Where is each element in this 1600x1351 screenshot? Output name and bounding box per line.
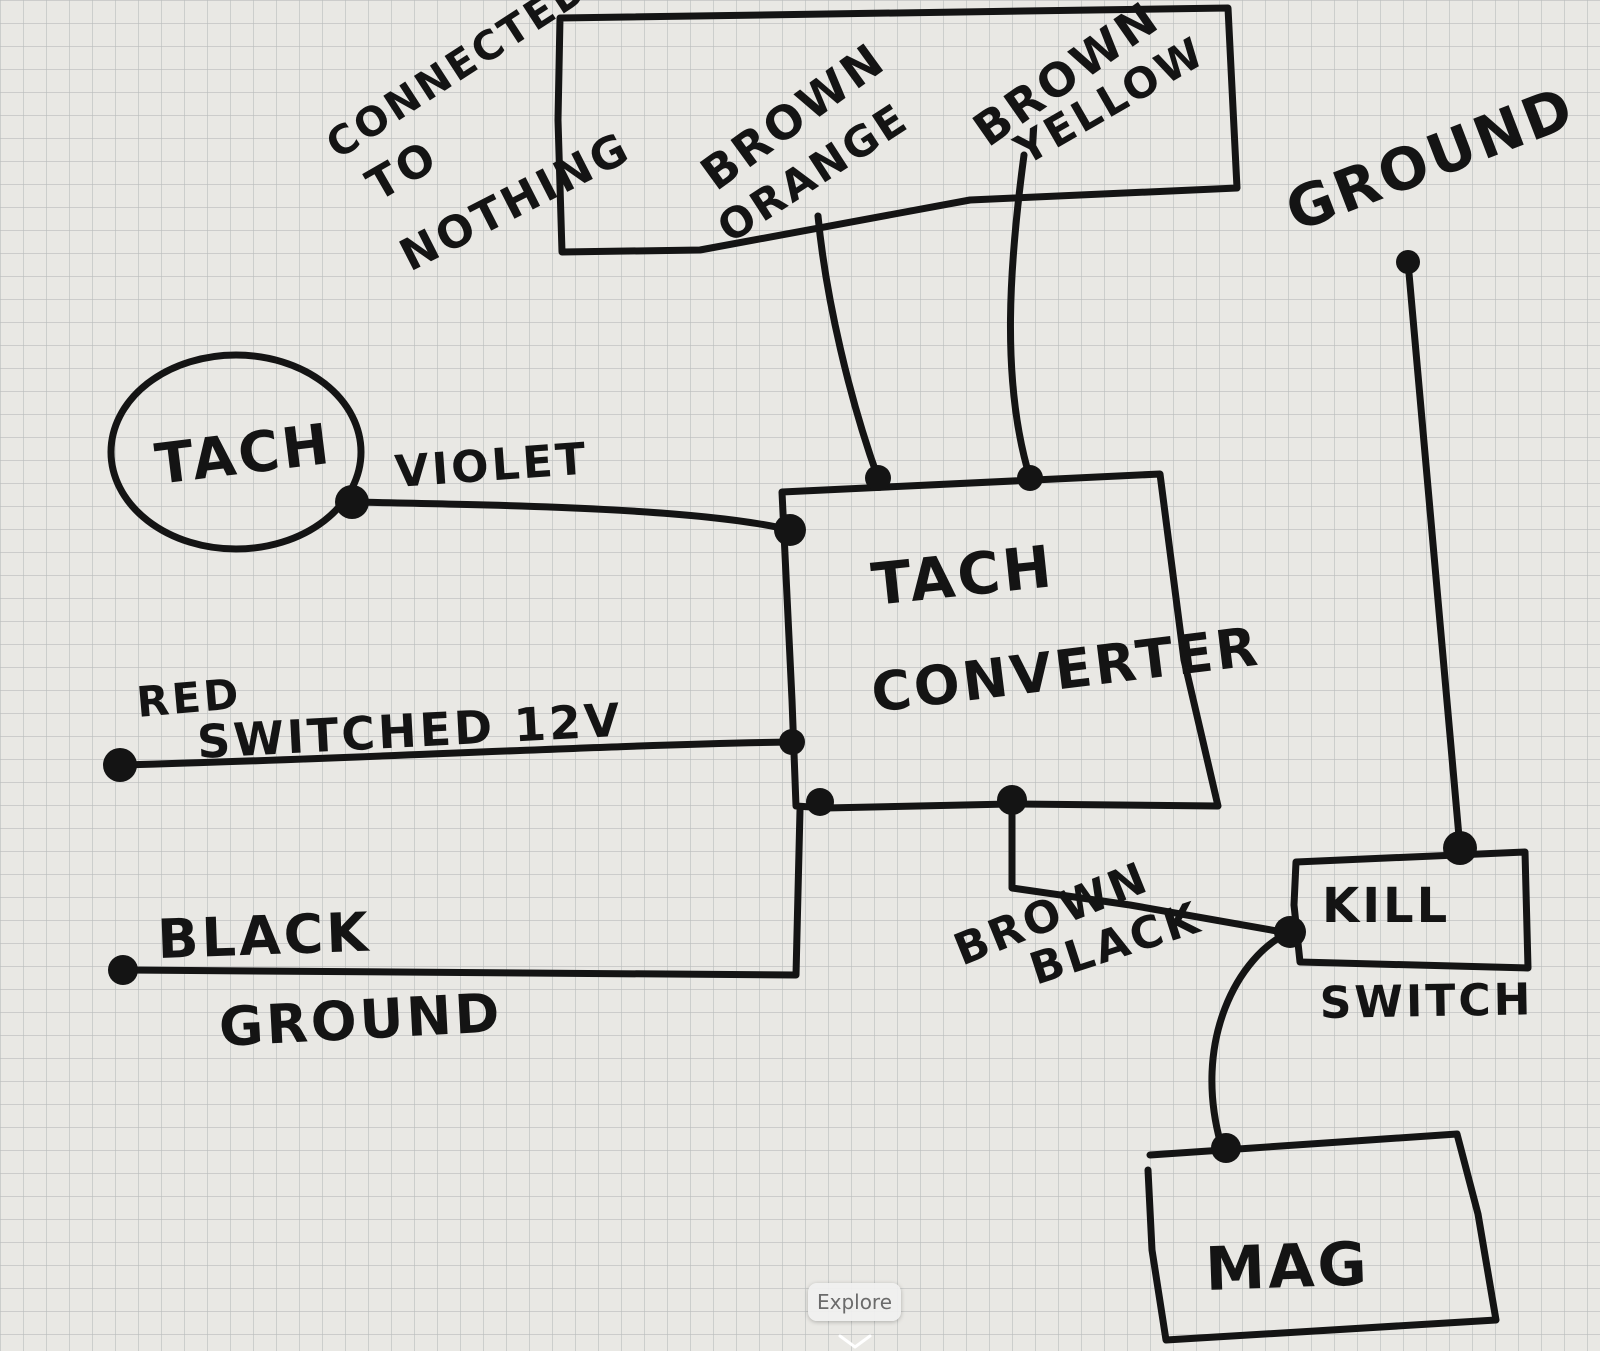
tach-gauge-circle [107,351,365,553]
label-mag: MAG [1204,1229,1371,1305]
converter-red-dot [779,729,805,755]
mag-terminal-dot [1211,1133,1241,1163]
label-red: RED [135,669,244,727]
ground-end-dot [1396,250,1420,274]
converter-brownblack-dot [997,785,1027,815]
converter-ground-dot [806,788,834,816]
red-wire-end-dot [103,748,137,782]
converter-yellow-dot [1017,465,1043,491]
converter-violet-dot [774,514,806,546]
kill-ground-dot [1443,831,1477,865]
explore-button[interactable]: Explore [808,1283,901,1321]
label-switch: SWITCH [1319,974,1534,1029]
wire-violet [348,498,794,534]
connector-box [554,4,1241,256]
label-ground-bottom: GROUND [217,981,504,1059]
wire-brown-yellow [1006,151,1034,482]
kill-switch-box [1290,848,1532,972]
label-kill: KILL [1322,878,1450,934]
wire-ground [1404,258,1464,852]
wire-black-ground [118,806,804,979]
tach-terminal-dot [335,485,369,519]
wire-red-switched [116,738,794,769]
converter-orange-dot [865,465,891,491]
mag-box [1144,1130,1500,1344]
wire-brown-black [1008,801,1292,937]
label-black: BLACK [156,901,372,971]
chevron-down-icon[interactable] [836,1334,874,1350]
wire-kill-to-mag [1208,929,1292,1152]
wire-brown-orange [814,212,882,482]
black-wire-end-dot [108,955,138,985]
kill-terminal-dot [1274,916,1306,948]
